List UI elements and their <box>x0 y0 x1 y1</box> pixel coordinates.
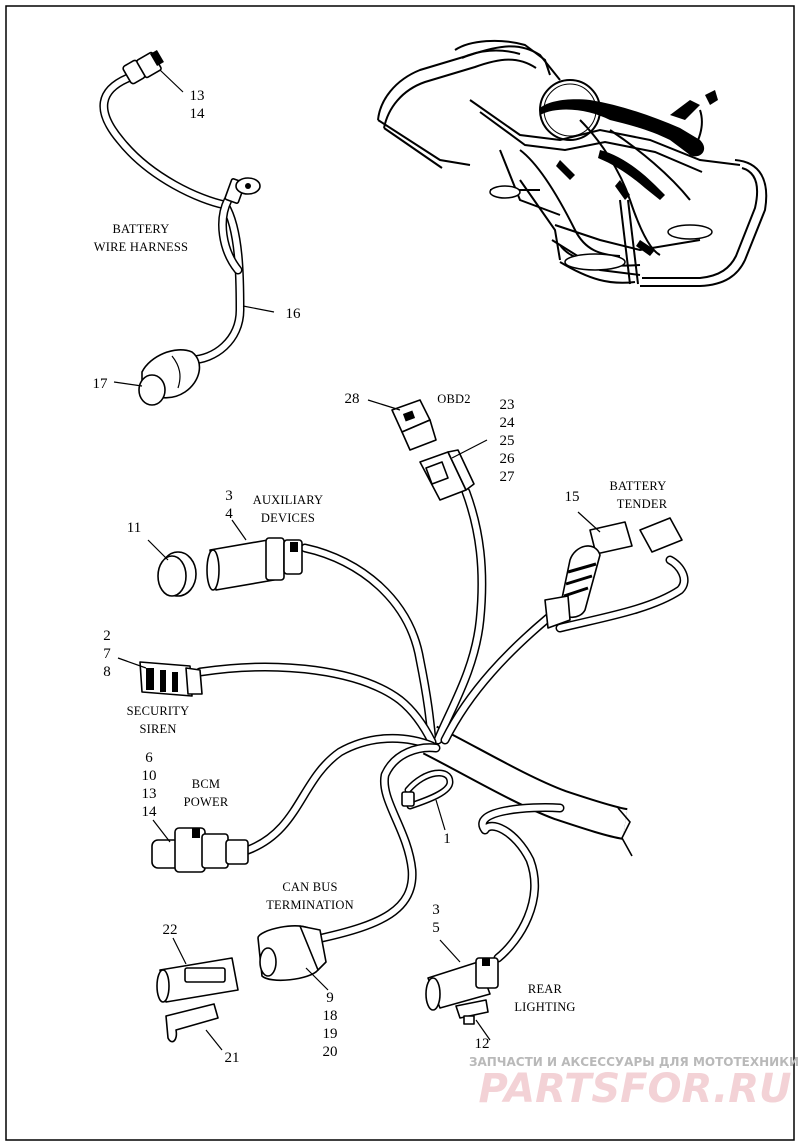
label-security-siren-2: SIREN <box>139 722 176 736</box>
callout-27: 27 <box>500 469 516 485</box>
label-can-bus-termination-2: TERMINATION <box>266 898 354 912</box>
connector-lock-21 <box>165 1003 219 1043</box>
label-can-bus-termination-1: CAN BUS <box>282 880 337 894</box>
callout-10: 10 <box>142 768 157 784</box>
ring-terminal <box>224 177 261 204</box>
callout-7: 7 <box>103 646 111 662</box>
frame-border <box>5 5 795 1141</box>
security-siren-connector <box>139 661 203 697</box>
battery-wire-harness <box>99 49 261 406</box>
label-rear-lighting-1: REAR <box>528 982 563 996</box>
callout-13-top: 13 <box>190 88 205 104</box>
label-obd2: OBD2 <box>437 392 470 406</box>
battery-boot <box>138 349 201 406</box>
callout-5-rear: 5 <box>432 920 440 936</box>
label-bcm-power-2: POWER <box>184 795 229 809</box>
callout-4-aux: 4 <box>225 506 233 522</box>
watermark-brand: PARTSFOR.RU <box>478 1066 791 1112</box>
callout-leaders <box>113 69 601 1051</box>
callout-17: 17 <box>93 376 109 392</box>
callout-21: 21 <box>225 1050 240 1066</box>
rear-lighting-connector <box>425 957 499 1011</box>
label-bcm-power-1: BCM <box>192 777 220 791</box>
connector-22 <box>156 957 239 1003</box>
callout-15: 15 <box>565 489 580 505</box>
watermark: ЗАПЧАСТИ И АКСЕССУАРЫ ДЛЯ МОТОТЕХНИКИ PA… <box>469 1055 799 1112</box>
callout-16: 16 <box>286 306 302 322</box>
callout-13-bcm: 13 <box>142 786 157 802</box>
callout-1: 1 <box>443 831 451 847</box>
obd2-harness-connector <box>419 449 475 501</box>
motorcycle-frame-illustration <box>377 39 768 287</box>
callout-14-bcm: 14 <box>142 804 158 820</box>
label-battery-tender-1: BATTERY <box>610 479 667 493</box>
callout-6: 6 <box>145 750 153 766</box>
callout-2: 2 <box>103 628 111 644</box>
label-battery-tender-2: TENDER <box>617 497 668 511</box>
callout-23: 23 <box>500 397 515 413</box>
callout-14-top: 14 <box>190 106 206 122</box>
label-auxiliary-devices-1: AUXILIARY <box>253 493 324 507</box>
callout-19: 19 <box>323 1026 338 1042</box>
label-security-siren-1: SECURITY <box>127 704 190 718</box>
callout-22: 22 <box>163 922 178 938</box>
label-rear-lighting-2: LIGHTING <box>514 1000 575 1014</box>
connector-lock-12 <box>455 999 489 1025</box>
callout-9: 9 <box>326 990 334 1006</box>
obd2-connector <box>391 399 437 451</box>
bcm-power-connector <box>151 827 249 873</box>
label-battery-wire-harness-1: BATTERY <box>113 222 170 236</box>
component-labels: BATTERY WIRE HARNESS OBD2 AUXILIARY DEVI… <box>94 222 668 1014</box>
cable-strap <box>401 769 454 810</box>
callout-3-rear: 3 <box>432 902 440 918</box>
battery-tender-connector <box>544 517 683 629</box>
callout-24: 24 <box>500 415 516 431</box>
connector-plug-11 <box>157 551 197 597</box>
can-bus-termination-connector <box>257 925 327 982</box>
callout-3-aux: 3 <box>225 488 233 504</box>
callout-11: 11 <box>127 520 141 536</box>
callout-25: 25 <box>500 433 515 449</box>
callout-12: 12 <box>475 1036 490 1052</box>
label-auxiliary-devices-2: DEVICES <box>261 511 315 525</box>
main-wire-harness <box>195 487 689 963</box>
callout-20: 20 <box>323 1044 338 1060</box>
callout-28: 28 <box>345 391 360 407</box>
label-battery-wire-harness-2: WIRE HARNESS <box>94 240 188 254</box>
callout-26: 26 <box>500 451 516 467</box>
battery-harness-connector <box>122 49 164 85</box>
callout-8: 8 <box>103 664 111 680</box>
auxiliary-devices-connector <box>206 537 303 591</box>
watermark-tagline: ЗАПЧАСТИ И АКСЕССУАРЫ ДЛЯ МОТОТЕХНИКИ <box>469 1055 799 1069</box>
callout-18: 18 <box>323 1008 338 1024</box>
callout-numbers: 13 14 16 17 28 23 24 25 26 27 3 4 11 15 … <box>93 88 580 1066</box>
